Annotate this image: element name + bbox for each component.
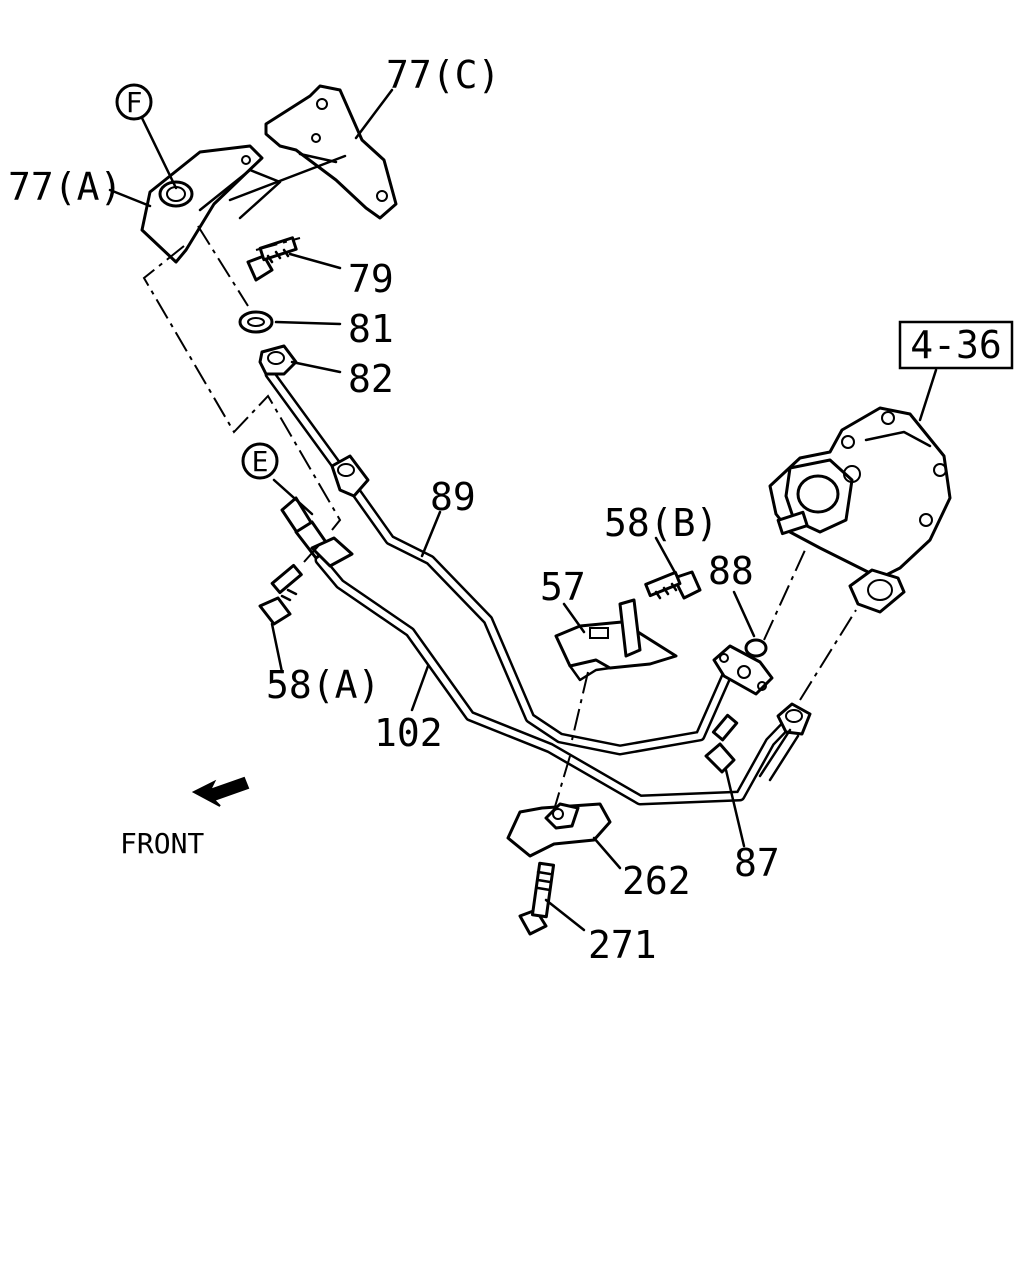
callout-102: 102: [374, 711, 443, 755]
pump-assembly: [768, 406, 952, 614]
callout-57: 57: [540, 565, 586, 609]
circle-ref-e-icon: [241, 442, 279, 480]
leader-lines: [108, 88, 938, 932]
ref-box-4-36: 4-36: [898, 320, 1014, 370]
callout-79: 79: [348, 257, 394, 301]
callout-77a: 77(A): [8, 165, 122, 209]
front-indicator: FRONT: [120, 776, 250, 860]
bracket-57: [554, 598, 678, 682]
callout-88: 88: [708, 549, 754, 593]
bolt-87: [704, 713, 739, 774]
callout-271: 271: [588, 923, 657, 967]
pipe-fitting-89: [330, 454, 370, 498]
front-arrow-icon: [191, 776, 250, 807]
ref-box-label: 4-36: [910, 323, 1002, 367]
callout-58b: 58(B): [604, 501, 718, 545]
nut-82: [258, 344, 298, 376]
bolt-79: [246, 236, 298, 282]
bracket-77c: [228, 84, 398, 220]
callout-82: 82: [348, 357, 394, 401]
front-label: FRONT: [120, 827, 204, 860]
circle-ref-f-icon: [115, 83, 153, 121]
ref-circle-f: F: [115, 83, 153, 121]
clip-262: [506, 802, 612, 858]
bolt-58b: [644, 570, 702, 600]
bracket-77a: [140, 144, 282, 264]
hose-fitting: [758, 702, 812, 782]
ref-e-label: E: [252, 445, 269, 478]
bolt-58a: [258, 563, 303, 626]
pipe-102: [314, 554, 801, 806]
assembly-lines: [142, 225, 857, 811]
callout-87: 87: [734, 841, 780, 885]
flange-fitting: [712, 644, 774, 696]
washer-81: [238, 310, 274, 334]
bolt-271: [518, 861, 556, 936]
callout-262: 262: [622, 859, 691, 903]
ref-circle-e: E: [241, 442, 279, 480]
connector-e: [280, 496, 354, 568]
ref-f-label: F: [126, 86, 143, 119]
callout-58a: 58(A): [266, 663, 380, 707]
callout-81: 81: [348, 307, 394, 351]
callout-89: 89: [430, 475, 476, 519]
pipe-89: [264, 368, 736, 756]
callout-77c: 77(C): [386, 53, 500, 97]
oring-88: [744, 638, 768, 658]
